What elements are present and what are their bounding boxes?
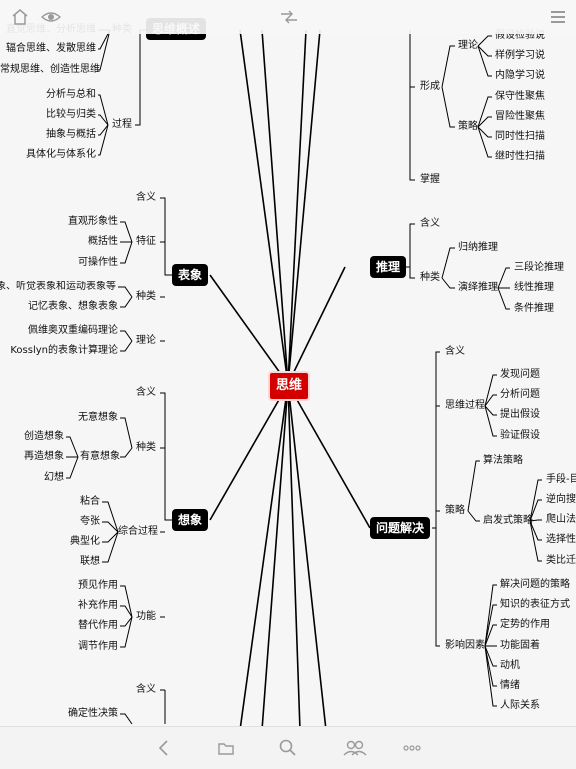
topic-sensory-imagery[interactable]: 视觉表象、听觉表象和运动表象等 [0,281,116,292]
topic-abstract-generalize[interactable]: 抽象与概括 [46,129,96,140]
topic-kosslyn[interactable]: Kosslyn的表象计算理论 [10,345,118,356]
topic-formation[interactable]: 形成 [420,81,440,92]
topic-supplement[interactable]: 补充作用 [78,600,118,611]
topic-syllogism[interactable]: 三段论推理 [514,262,564,273]
topic-certain-decision[interactable]: 确定性决策 [68,708,118,719]
topic-meaning[interactable]: 含义 [420,218,440,229]
topic-verify-hypothesis[interactable]: 验证假设 [500,430,540,441]
topic-selective-search[interactable]: 选择性 [546,534,576,545]
more-icon[interactable] [402,738,422,763]
topic-memory-imagery[interactable]: 记忆表象、想象表象 [28,301,118,312]
topic-find-problem[interactable]: 发现问题 [500,369,540,380]
topic-theory[interactable]: 理论 [458,40,478,51]
topic-features[interactable]: 特征 [136,236,156,247]
topic-strategy[interactable]: 策略 [458,121,478,132]
topic-typification[interactable]: 典型化 [70,536,100,547]
topic-algorithm-strategy[interactable]: 算法策略 [483,455,523,466]
topic-solving-strategy[interactable]: 解决问题的策略 [500,579,570,590]
topic-knowledge-representation[interactable]: 知识的表征方式 [500,599,570,610]
topic-emotion[interactable]: 情绪 [500,680,520,691]
topic-strategy[interactable]: 策略 [445,505,465,516]
layout-toggle-icon[interactable] [278,7,300,32]
topic-motivation[interactable]: 动机 [500,660,520,671]
topic-conditional-reasoning[interactable]: 条件推理 [514,303,554,314]
topic-types[interactable]: 种类 [420,272,440,283]
topic-theory[interactable]: 理论 [136,335,156,346]
topic-analogy-transfer[interactable]: 类比迁 [546,555,576,566]
topic-dual-coding[interactable]: 佩维奥双重编码理论 [28,325,118,336]
topic-synthesis-process[interactable]: 综合过程 [118,526,158,537]
topic-backward-search[interactable]: 逆向搜 [546,494,576,505]
topic-analyze-problem[interactable]: 分析问题 [500,389,540,400]
topic-regulate[interactable]: 调节作用 [78,641,118,652]
topic-generalization[interactable]: 概括性 [88,236,118,247]
topic-fantasy[interactable]: 幻想 [44,472,64,483]
topic-intentional[interactable]: 有意想象 [80,451,120,462]
branch-imagery[interactable]: 表象 [172,264,209,286]
topic-foresight[interactable]: 预见作用 [78,580,118,591]
topic-unintentional[interactable]: 无意想象 [78,412,118,423]
topic-intuitive-image[interactable]: 直观形象性 [68,216,118,227]
branch-problem-solving[interactable]: 问题解决 [370,517,431,539]
people-icon[interactable] [342,738,368,763]
topic-mastery[interactable]: 掌握 [420,174,440,185]
topic-operability[interactable]: 可操作性 [78,257,118,268]
home-icon[interactable] [10,7,30,32]
topic-agglutination[interactable]: 粘合 [80,496,100,507]
topic-meaning[interactable]: 含义 [136,387,156,398]
topic-exemplar-learning[interactable]: 样例学习说 [495,50,545,61]
topic-compare-classify[interactable]: 比较与归类 [46,109,96,120]
topic-risky-focusing[interactable]: 冒险性聚焦 [495,111,545,122]
topic-successive-scanning[interactable]: 继时性扫描 [495,151,545,162]
topic-process[interactable]: 过程 [112,119,132,130]
topic-meaning[interactable]: 含义 [445,346,465,357]
topic-types[interactable]: 种类 [136,442,156,453]
branch-reasoning[interactable]: 推理 [370,256,407,278]
topic-function[interactable]: 功能 [136,611,156,622]
topic-substitute[interactable]: 替代作用 [78,620,118,631]
topic-interpersonal[interactable]: 人际关系 [500,700,540,711]
topic-heuristic-strategy[interactable]: 启发式策略 [483,515,533,526]
topic-conservative-focusing[interactable]: 保守性聚焦 [495,91,545,102]
topic-simultaneous-scanning[interactable]: 同时性扫描 [495,131,545,142]
topic-analysis-synthesis[interactable]: 分析与总和 [46,89,96,100]
topic-means-end[interactable]: 手段-目 [546,474,576,485]
topic-deductive[interactable]: 演绎推理 [458,282,498,293]
topic-functional-fixedness[interactable]: 功能固着 [500,640,540,651]
topic-hypothesis-testing[interactable]: 假设检验说 [495,30,545,41]
folder-icon[interactable] [216,738,236,763]
menu-icon[interactable] [548,7,568,32]
top-toolbar [0,0,576,34]
topic-thinking-process[interactable]: 思维过程 [445,400,485,411]
topic-implicit-learning[interactable]: 内隐学习说 [495,70,545,81]
topic-hill-climbing[interactable]: 爬山法 [546,514,576,525]
topic-inductive[interactable]: 归纳推理 [458,242,498,253]
topic-propose-hypothesis[interactable]: 提出假设 [500,409,540,420]
search-icon[interactable] [278,738,298,763]
topic-meaning[interactable]: 含义 [136,192,156,203]
topic-creative-imagination[interactable]: 创造想象 [24,431,64,442]
bottom-toolbar [0,726,576,769]
topic-association[interactable]: 联想 [80,556,100,567]
topic-concretize-systematize[interactable]: 具体化与体系化 [26,149,96,160]
branch-imagination[interactable]: 想象 [172,509,209,531]
topic-mental-set[interactable]: 定势的作用 [500,619,550,630]
topic-types[interactable]: 种类 [136,291,156,302]
topic-linear-reasoning[interactable]: 线性推理 [514,282,554,293]
root-node[interactable]: 思维 [268,371,311,401]
eye-icon[interactable] [40,7,62,32]
topic-meaning[interactable]: 含义 [136,684,156,695]
topic-convergent-divergent[interactable]: 辐合思维、发散思维 [6,43,96,54]
back-icon[interactable] [156,738,172,763]
topic-influencing-factors[interactable]: 影响因素 [445,640,485,651]
topic-reproductive-imagination[interactable]: 再造想象 [24,451,64,462]
topic-exaggeration[interactable]: 夸张 [80,516,100,527]
topic-routine-creative[interactable]: 常规思维、创造性思维 [0,64,100,75]
